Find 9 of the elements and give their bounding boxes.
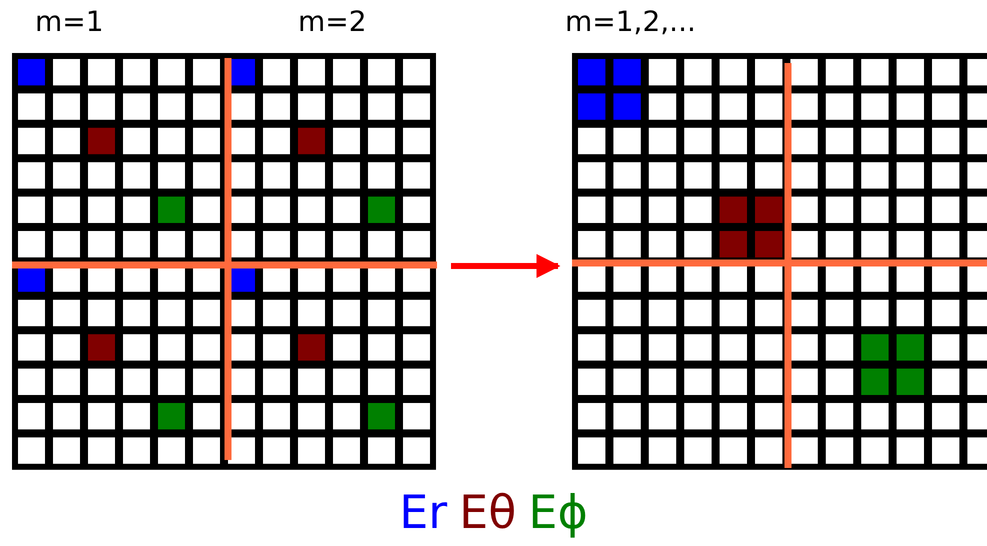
legend-entry: Eθ (459, 485, 516, 539)
legend-entry: Eϕ (528, 485, 588, 539)
mode-label: m=2 (298, 6, 367, 38)
grid-drawing (572, 53, 987, 472)
arrow (451, 254, 560, 278)
mode-label: m=1,2,... (565, 6, 696, 38)
legend-entry: Er (399, 485, 448, 539)
grid-drawing (12, 53, 439, 472)
mode-label: m=1 (35, 6, 104, 38)
